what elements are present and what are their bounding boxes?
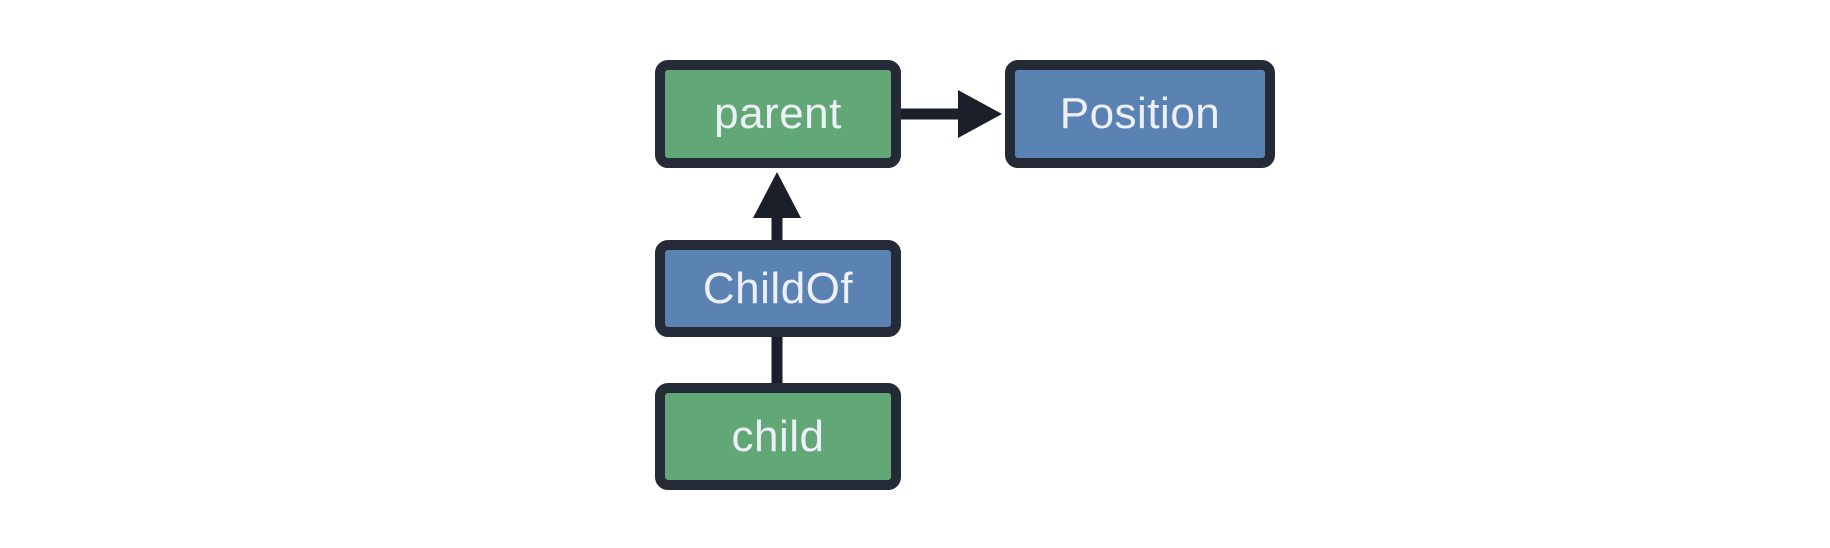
edge-childof-to-parent bbox=[753, 172, 801, 242]
node-child: child bbox=[655, 383, 901, 490]
node-child-label: child bbox=[731, 411, 825, 461]
node-parent-label: parent bbox=[714, 89, 842, 138]
node-childof: ChildOf bbox=[655, 240, 901, 337]
edge-parent-to-position bbox=[898, 90, 1002, 138]
node-childof-label: ChildOf bbox=[702, 263, 854, 313]
node-parent: parent bbox=[655, 60, 901, 168]
node-position: Position bbox=[1005, 60, 1275, 168]
node-position-label: Position bbox=[1059, 89, 1221, 138]
